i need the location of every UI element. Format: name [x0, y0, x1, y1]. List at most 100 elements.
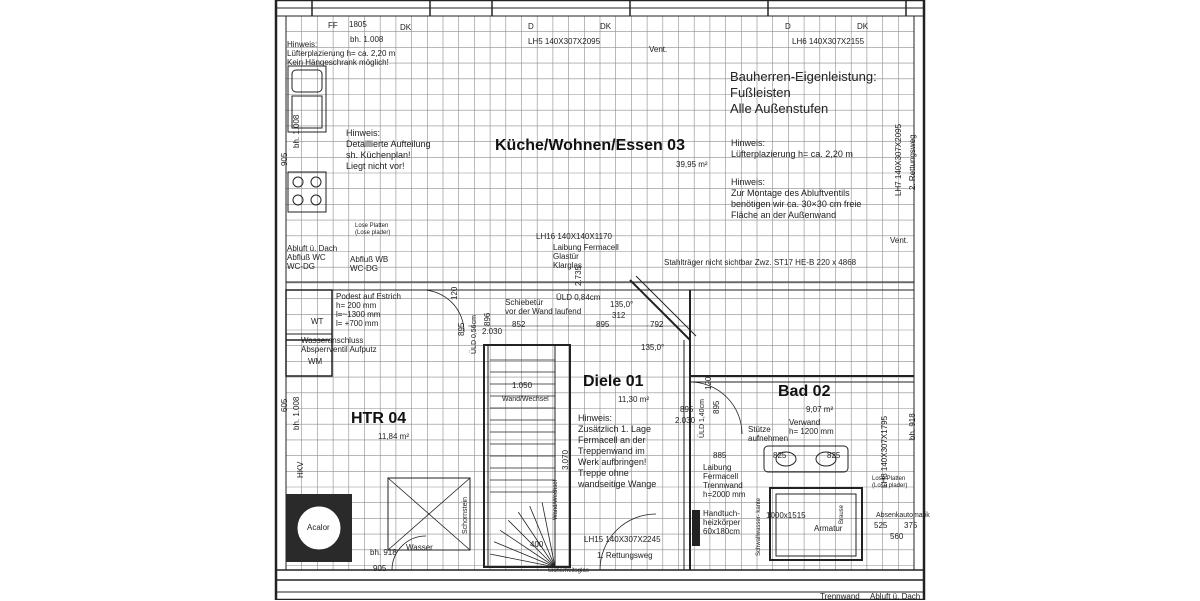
dim-895d: 895 [712, 400, 721, 414]
note-wt: WT [311, 317, 324, 326]
note-abluft-dach: Abluft ü. Dach [870, 592, 921, 601]
kitchen-sink [287, 65, 327, 133]
kitchen-sink-drain [291, 95, 323, 129]
note-eigenleistung: Bauherren-Eigenleistung: Fußleisten Alle… [730, 69, 877, 116]
stair-winder [517, 511, 556, 568]
kitchen-sink-bowl [291, 69, 323, 93]
window-dk1-label: DK [600, 22, 612, 31]
window-1805-label: 1805 [349, 20, 367, 29]
room-kitchen-area: 39,95 m² [676, 160, 708, 169]
note-wasser: Wasseranschluss Absperrventil Aufputz [301, 336, 377, 354]
window-rettung1-label: 1. Rettungsweg [597, 551, 653, 560]
chimney-diag-2 [387, 477, 471, 551]
note-lose-platten-left: Lose Platten (Lose plader) [355, 223, 391, 236]
towel-radiator [692, 510, 700, 546]
room-utility-area: 11,84 m² [378, 432, 409, 441]
grid-lines [285, 15, 915, 570]
note-abluft: Abluft ü. Dach Abfluß WC WC-DG [287, 244, 338, 271]
note-trennwand: Trennwand [820, 592, 860, 601]
dim-135a: 135,0° [610, 300, 634, 309]
dim-120b: 120 [704, 376, 713, 390]
shower-area [769, 487, 863, 561]
dim-895a: 895 [457, 322, 466, 336]
stair-winder [529, 505, 556, 568]
stair-treads [490, 359, 556, 568]
stair-winder [541, 502, 556, 568]
dim-792: 792 [650, 320, 664, 329]
shower-inner [775, 493, 857, 557]
note-stahltraeger: Stahlträger nicht sichtbar Zwz. ST17 HE-… [664, 258, 857, 267]
dim-312: 312 [612, 311, 626, 320]
door-swing-entry [599, 513, 657, 571]
chimney-box [387, 477, 471, 551]
note-lh16: LH16 140X140X1170 [536, 232, 612, 241]
dim-3070: 3.070 [561, 449, 570, 470]
note-abfluss-wb: Abfluß WB WC-DG [350, 255, 389, 273]
burner-4 [310, 194, 322, 206]
window-bh1008-side-label: bh. 1.008 [292, 114, 301, 148]
dim-uld-b: ÜLD 0,84cm [556, 293, 601, 302]
note-brause: Brause [839, 504, 845, 524]
dim-400: 400 [530, 540, 544, 549]
sink-right [815, 451, 837, 467]
window-dk2-label: DK [857, 22, 869, 31]
utility-box [285, 289, 333, 377]
window-d1-label: D [528, 22, 534, 31]
note-verwand: Verwand h= 1200 mm [789, 418, 834, 436]
burner-3 [292, 194, 304, 206]
note-hinweis-stairs: Hinweis: Zusätzlich 1. Lage Fermacell an… [578, 413, 657, 489]
stair-winder [490, 553, 556, 568]
window-bh1008-side2-label: bh. 1.008 [292, 396, 301, 430]
walls [274, 0, 926, 600]
note-hkv: HKV [296, 461, 305, 478]
note-wasser-bottom: Wasser [406, 543, 433, 552]
window-d2-label: D [785, 22, 791, 31]
outer-wall [274, 0, 926, 600]
window-lh6-label: LH6 140X307X2155 [792, 37, 865, 46]
burner-2 [310, 176, 322, 188]
note-hinweis-right2: Hinweis: Zur Montage des Abluftventils b… [731, 177, 862, 220]
note-stuetze: Stütze aufnehmen [748, 425, 789, 443]
burner-1 [292, 176, 304, 188]
dim-560: 560 [890, 532, 904, 541]
room-bath-name: Bad 02 [778, 383, 831, 400]
dim-uld-a: ÜLD 0,56cm [471, 315, 478, 354]
note-sicherheitsglas: Sicherheitsglas [548, 568, 589, 574]
stair-wall [483, 344, 571, 568]
glass-door-angle2 [635, 275, 697, 337]
room-utility-name: HTR 04 [351, 410, 407, 427]
note-hinweis-kitchen: Hinweis: Detaillierte Aufteilung sh. Küc… [346, 128, 431, 171]
glass-door-angle [629, 279, 691, 341]
stair-winder [493, 541, 556, 568]
door-swing-bath [689, 381, 743, 435]
window-bh918-left-label: bh. 918 [370, 548, 397, 557]
note-laibung: Laibung Fermacell Glastür Klarglas [553, 243, 619, 270]
note-lose-platten-right: Lose Platten (Lose plader) [872, 476, 908, 489]
dim-2735: 2.735 [574, 265, 583, 286]
room-bath-area: 9,07 m² [806, 405, 834, 414]
sink-left [775, 451, 797, 467]
window-lh5-label: LH5 140X307X2095 [528, 37, 601, 46]
note-laibung-trenn: Laibung Fermacell Trennwand h=2000 mm [703, 463, 746, 499]
stove [287, 171, 327, 213]
dim-825a: 825 [773, 451, 787, 460]
note-armatur: Armatur [814, 524, 843, 533]
window-ff-label: FF [328, 21, 338, 30]
window-rettung-label: 2. Rettungsweg [908, 134, 917, 190]
window-905-bottom-label: 905 [373, 564, 387, 573]
note-schornstein: Schornstein [462, 497, 469, 534]
dim-1000: 1000x1515 [766, 511, 806, 520]
washstand [763, 445, 849, 473]
dim-852: 852 [512, 320, 526, 329]
note-hinweis-right1: Hinweis: Lüfterplazierung h= ca. 2,20 m [731, 138, 853, 159]
heater-circle [296, 505, 342, 551]
dim-825b: 825 [827, 451, 841, 460]
door-swing-utility [421, 289, 465, 333]
dim-885: 885 [713, 451, 727, 460]
note-acalor: Acalor [307, 523, 330, 532]
note-wand-wechsel-v: Wand/Wechsel [553, 479, 559, 520]
note-wand-wechsel: Wand/Wechsel [502, 396, 549, 403]
note-vent1: Vent. [649, 45, 668, 54]
dim-2030a: 2.030 [482, 327, 503, 336]
